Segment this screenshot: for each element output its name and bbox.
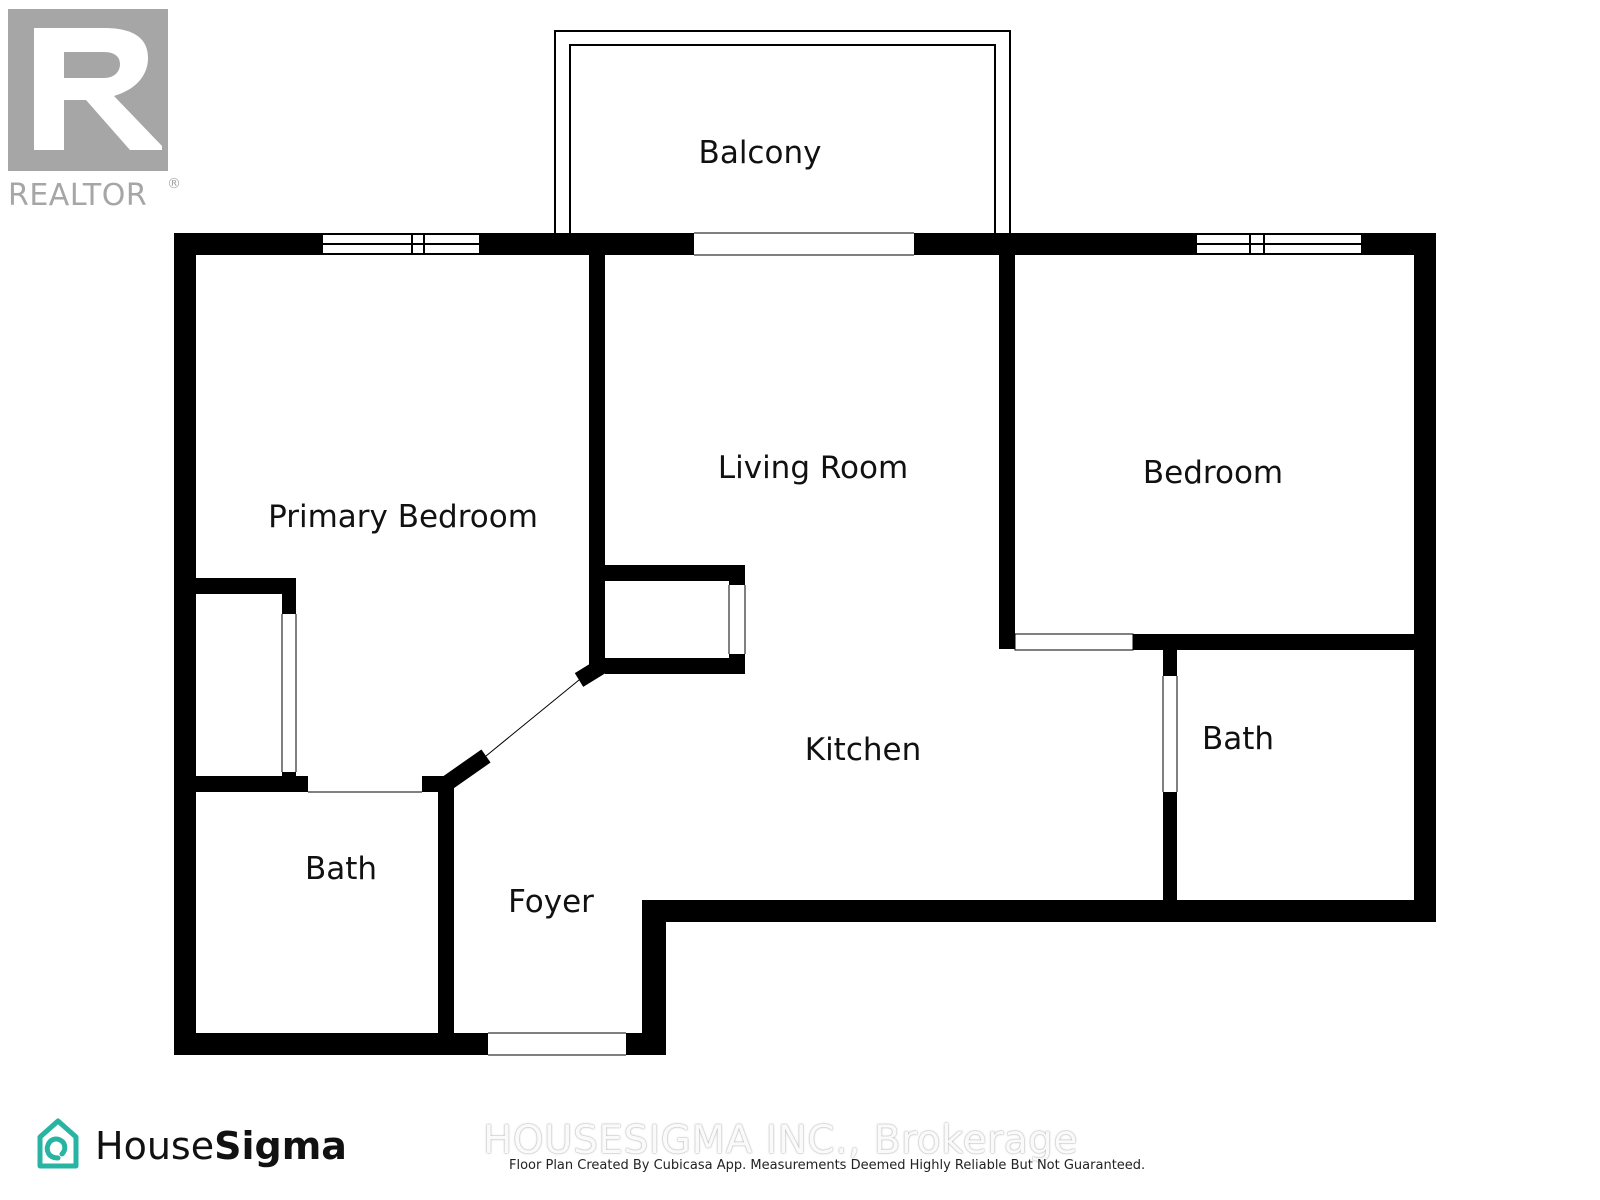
room-label-primary-bedroom: Primary Bedroom — [268, 499, 538, 535]
window-bedroom — [1195, 233, 1363, 255]
room-label-living-room: Living Room — [717, 450, 909, 486]
brand-name-regular: House — [95, 1124, 215, 1168]
room-label-balcony: Balcony — [698, 135, 822, 171]
realtor-logo-icon — [8, 9, 168, 171]
housesigma-logo-icon — [37, 1118, 79, 1169]
interior-walls — [196, 253, 1415, 1055]
exterior-walls — [174, 233, 1436, 1055]
room-label-bath-right: Bath — [1201, 721, 1275, 757]
room-label-bedroom: Bedroom — [1142, 455, 1284, 491]
brand-name-bold: Sigma — [214, 1124, 347, 1168]
room-label-bath-left: Bath — [304, 851, 378, 887]
housesigma-brand: HouseSigma — [95, 1124, 347, 1168]
door-openings — [281, 232, 1178, 1056]
room-label-foyer: Foyer — [508, 884, 594, 920]
balcony-railing — [554, 30, 1011, 235]
room-label-kitchen: Kitchen — [804, 732, 922, 768]
realtor-logo-text: REALTOR — [8, 178, 148, 213]
realtor-registered-mark: ® — [167, 176, 181, 192]
floor-plan-disclaimer: Floor Plan Created By Cubicasa App. Meas… — [509, 1158, 1146, 1173]
brokerage-watermark: HOUSESIGMA INC., Brokerage — [483, 1118, 1078, 1163]
window-primary-bedroom — [321, 233, 481, 255]
